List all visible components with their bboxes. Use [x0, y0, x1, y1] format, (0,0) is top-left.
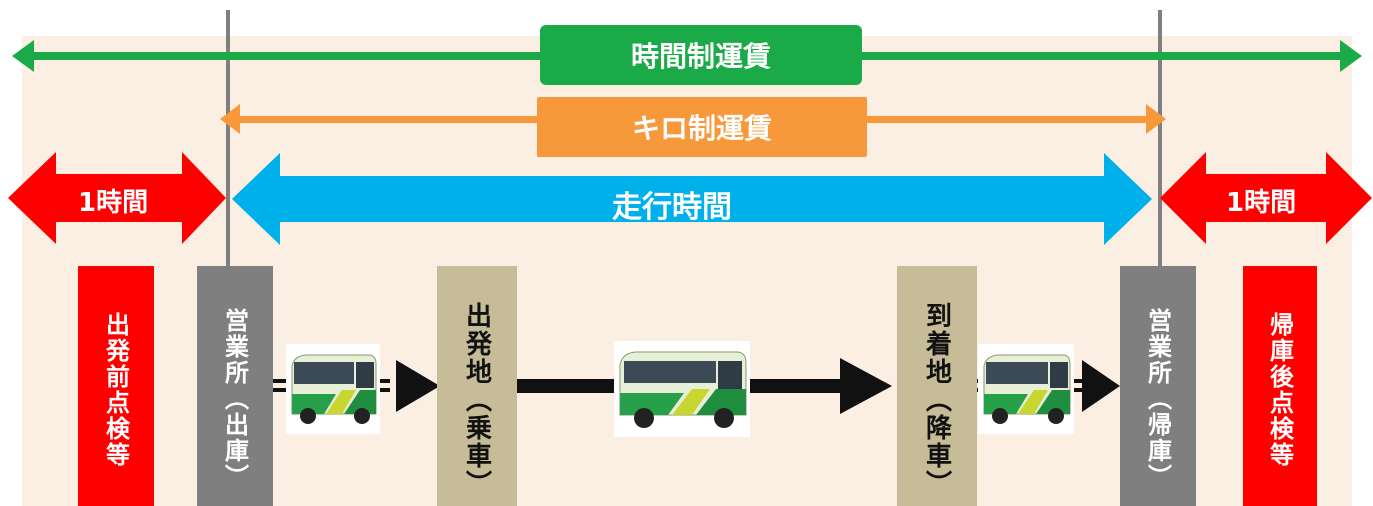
bus-icon	[978, 344, 1074, 434]
time-fare-text: 時間制運賃	[630, 40, 771, 73]
flow-arrowhead-1	[396, 360, 440, 412]
hour-left-arrow	[8, 152, 226, 244]
arrival-text: 到着地（降車）	[921, 302, 952, 498]
office-return-box: 営業所（帰庫）	[1120, 266, 1196, 506]
flow-arrowhead-2	[840, 358, 892, 414]
hour-right-arrow	[1160, 152, 1372, 244]
flow-connector-2	[516, 379, 846, 393]
departure-text: 出発地（乗車）	[461, 302, 492, 498]
flow-connector-1	[272, 379, 390, 392]
km-fare-text: キロ制運賃	[631, 112, 772, 145]
hour-right-label: 1時間	[1226, 188, 1297, 218]
time-fare-label: 時間制運賃	[540, 25, 862, 85]
office-return-text: 営業所（帰庫）	[1143, 308, 1172, 490]
pre-inspection-text: 出発前点検等	[101, 312, 130, 468]
hour-left-label: 1時間	[78, 188, 149, 218]
bus-icon	[614, 341, 750, 437]
post-inspection-box: 帰庫後点検等	[1243, 266, 1317, 506]
post-inspection-text: 帰庫後点検等	[1265, 312, 1294, 468]
office-return-boundary-line	[1158, 10, 1162, 280]
flow-arrowhead-3	[1082, 360, 1120, 412]
run-time-label: 走行時間	[612, 190, 732, 225]
run-time-arrow	[232, 153, 1152, 245]
departure-box: 出発地（乗車）	[437, 266, 517, 506]
km-fare-label: キロ制運賃	[537, 97, 867, 157]
office-out-text: 営業所（出庫）	[220, 308, 249, 490]
bus-icon	[286, 344, 380, 434]
office-out-boundary-line	[226, 10, 230, 280]
office-out-box: 営業所（出庫）	[197, 266, 273, 506]
arrival-box: 到着地（降車）	[897, 266, 977, 506]
pre-inspection-box: 出発前点検等	[78, 266, 154, 506]
